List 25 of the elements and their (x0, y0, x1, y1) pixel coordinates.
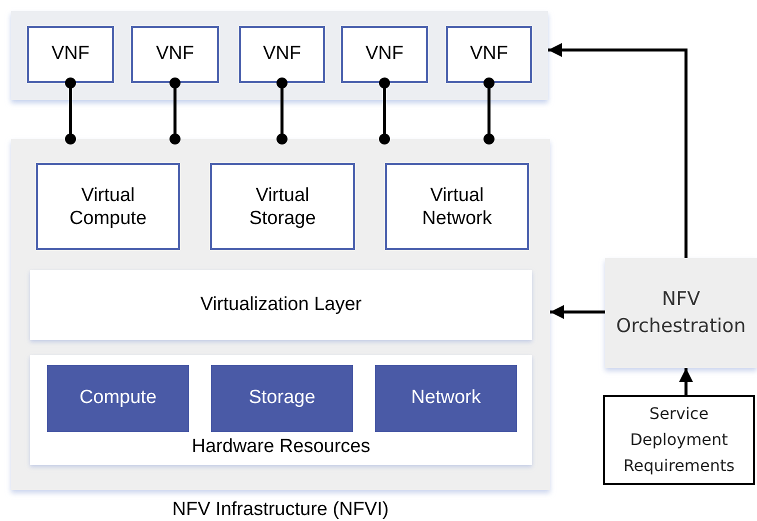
vnf-box: VNF (341, 26, 428, 83)
virtual-resource-box: Virtual Compute (36, 163, 180, 250)
hardware-panel: Compute Storage Network Hardware Resources (30, 355, 532, 465)
arrow (679, 368, 693, 395)
vnf-box: VNF (27, 26, 114, 83)
vnf-box: VNF (239, 26, 325, 83)
arrow (548, 43, 688, 258)
connector-line (276, 78, 288, 144)
arrow (550, 305, 605, 319)
virtual-resource-box: Virtual Storage (210, 163, 355, 250)
hardware-resource-box: Compute (47, 365, 189, 432)
hardware-resource-box: Storage (211, 365, 353, 432)
connector-line (170, 78, 180, 144)
vnf-band (11, 11, 548, 100)
vnf-box: VNF (446, 26, 532, 83)
virtual-resource-box: Virtual Network (385, 163, 529, 250)
vnf-box: VNF (131, 26, 219, 83)
connector-line (65, 78, 76, 144)
hardware-resource-box: Network (375, 365, 517, 432)
connector-line (484, 78, 494, 144)
orchestration-box: NFV Orchestration (605, 258, 757, 368)
connector-line (379, 78, 390, 144)
virtualization-layer-bar: Virtualization Layer (30, 270, 532, 340)
requirements-box: Service Deployment Requirements (603, 395, 755, 485)
panel-title: NFV Infrastructure (NFVI) (171, 498, 390, 521)
